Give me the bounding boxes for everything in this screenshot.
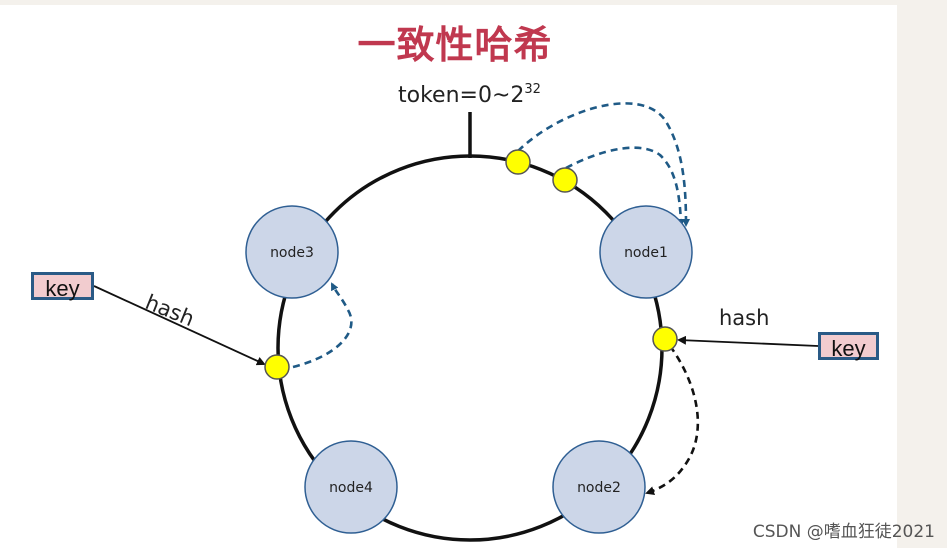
- dashed-arrow-right-point-to-node2: [645, 345, 700, 496]
- hash-point-top-1: [505, 149, 531, 175]
- node-label: node3: [270, 245, 314, 261]
- hash-label-right: hash: [719, 306, 770, 330]
- dashed-arrow-point2-to-node1: [565, 146, 685, 227]
- token-range-exponent: 32: [524, 82, 541, 97]
- token-range-label: token=0~232: [398, 82, 541, 108]
- node-node1: node1: [599, 205, 693, 299]
- node-node2: node2: [552, 440, 646, 534]
- key-box-right: key: [818, 332, 879, 361]
- page-title: 一致性哈希: [357, 23, 553, 67]
- dashed-arrow-point1-to-node1: [517, 102, 690, 227]
- token-range-text: token=0~2: [398, 83, 525, 108]
- hash-arrow-left: [93, 285, 266, 366]
- node-label: node1: [624, 245, 668, 261]
- node-label: node4: [329, 480, 373, 496]
- dashed-arrow-left-point-to-node3: [292, 282, 353, 369]
- key-box-left: key: [31, 272, 94, 301]
- hash-point-right: [652, 326, 678, 352]
- node-node4: node4: [304, 440, 398, 534]
- hash-point-top-2: [552, 167, 578, 193]
- node-label: node2: [577, 480, 621, 496]
- watermark: CSDN @嗜血狂徒2021: [752, 522, 935, 542]
- diagram-panel: [0, 5, 897, 548]
- hash-point-left: [264, 354, 290, 380]
- node-node3: node3: [245, 205, 339, 299]
- hash-arrow-right: [677, 335, 819, 347]
